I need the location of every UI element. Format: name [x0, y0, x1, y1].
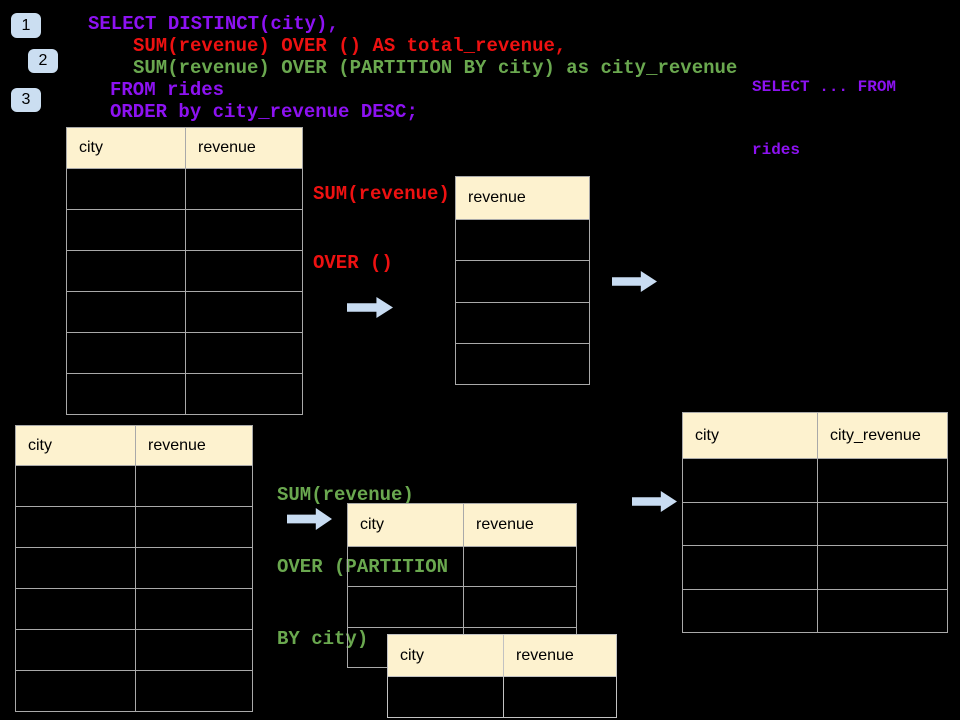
table-row [455, 218, 590, 262]
flow-arrow-right-icon [612, 271, 657, 292]
table-row [66, 209, 303, 251]
annotation-partition-line-1: SUM(revenue) [277, 484, 414, 506]
column-header-revenue: revenue [135, 425, 253, 466]
table-row [66, 332, 303, 374]
total-revenue-table: revenue [455, 176, 590, 386]
annotation-total-line-2: OVER () [313, 252, 393, 274]
column-header-revenue: revenue [503, 634, 617, 677]
sql-line-order-by: ORDER by city_revenue DESC; [110, 101, 418, 123]
column-header-revenue: revenue [455, 176, 590, 220]
table-row [455, 342, 590, 386]
table-row [66, 250, 303, 292]
table-row [682, 501, 948, 546]
column-header-city: city [682, 412, 818, 459]
column-header-city-revenue: city_revenue [817, 412, 948, 459]
table-row [347, 545, 577, 588]
table-row [387, 676, 617, 718]
table-row [455, 301, 590, 344]
corner-code-line-2: rides [752, 141, 801, 159]
table-row [15, 670, 253, 712]
step-badge-2: 2 [28, 49, 58, 73]
sql-line-from: FROM rides [110, 79, 225, 101]
corner-code-line-1: SELECT ... FROM [752, 78, 897, 96]
table-row [66, 291, 303, 333]
sql-line-sum-over: SUM(revenue) OVER () AS total_revenue, [133, 35, 567, 57]
table-row [15, 629, 253, 671]
sql-line-sum-partition: SUM(revenue) OVER (PARTITION BY city) as… [133, 57, 738, 79]
table-row [15, 465, 253, 507]
step-badge-3: 3 [11, 88, 41, 112]
step-badge-1: 1 [11, 13, 41, 38]
column-header-city: city [15, 425, 136, 466]
source-table-top: city revenue [66, 127, 303, 415]
table-row [682, 588, 948, 633]
column-header-city: city [347, 503, 464, 547]
annotation-total-line-1: SUM(revenue) [313, 183, 450, 205]
column-header-revenue: revenue [463, 503, 577, 547]
partition-overlay-table: city revenue [387, 634, 617, 718]
table-row [347, 586, 577, 628]
column-header-city: city [387, 634, 504, 677]
table-row [15, 588, 253, 630]
city-revenue-result-table: city city_revenue [682, 412, 948, 633]
table-row [682, 458, 948, 503]
source-table-bottom: city revenue [15, 425, 253, 712]
column-header-city: city [66, 127, 186, 169]
annotation-total-over: SUM(revenue) OVER () [313, 137, 450, 321]
column-header-revenue: revenue [185, 127, 303, 169]
table-row [66, 373, 303, 415]
table-row [15, 506, 253, 548]
flow-arrow-right-icon [632, 491, 677, 512]
table-row [682, 545, 948, 590]
corner-code-snippet: SELECT ... FROM rides [752, 35, 896, 203]
table-row [15, 547, 253, 589]
table-row [66, 168, 303, 210]
table-row [455, 260, 590, 303]
sql-line-select: SELECT DISTINCT(city), [88, 13, 339, 35]
